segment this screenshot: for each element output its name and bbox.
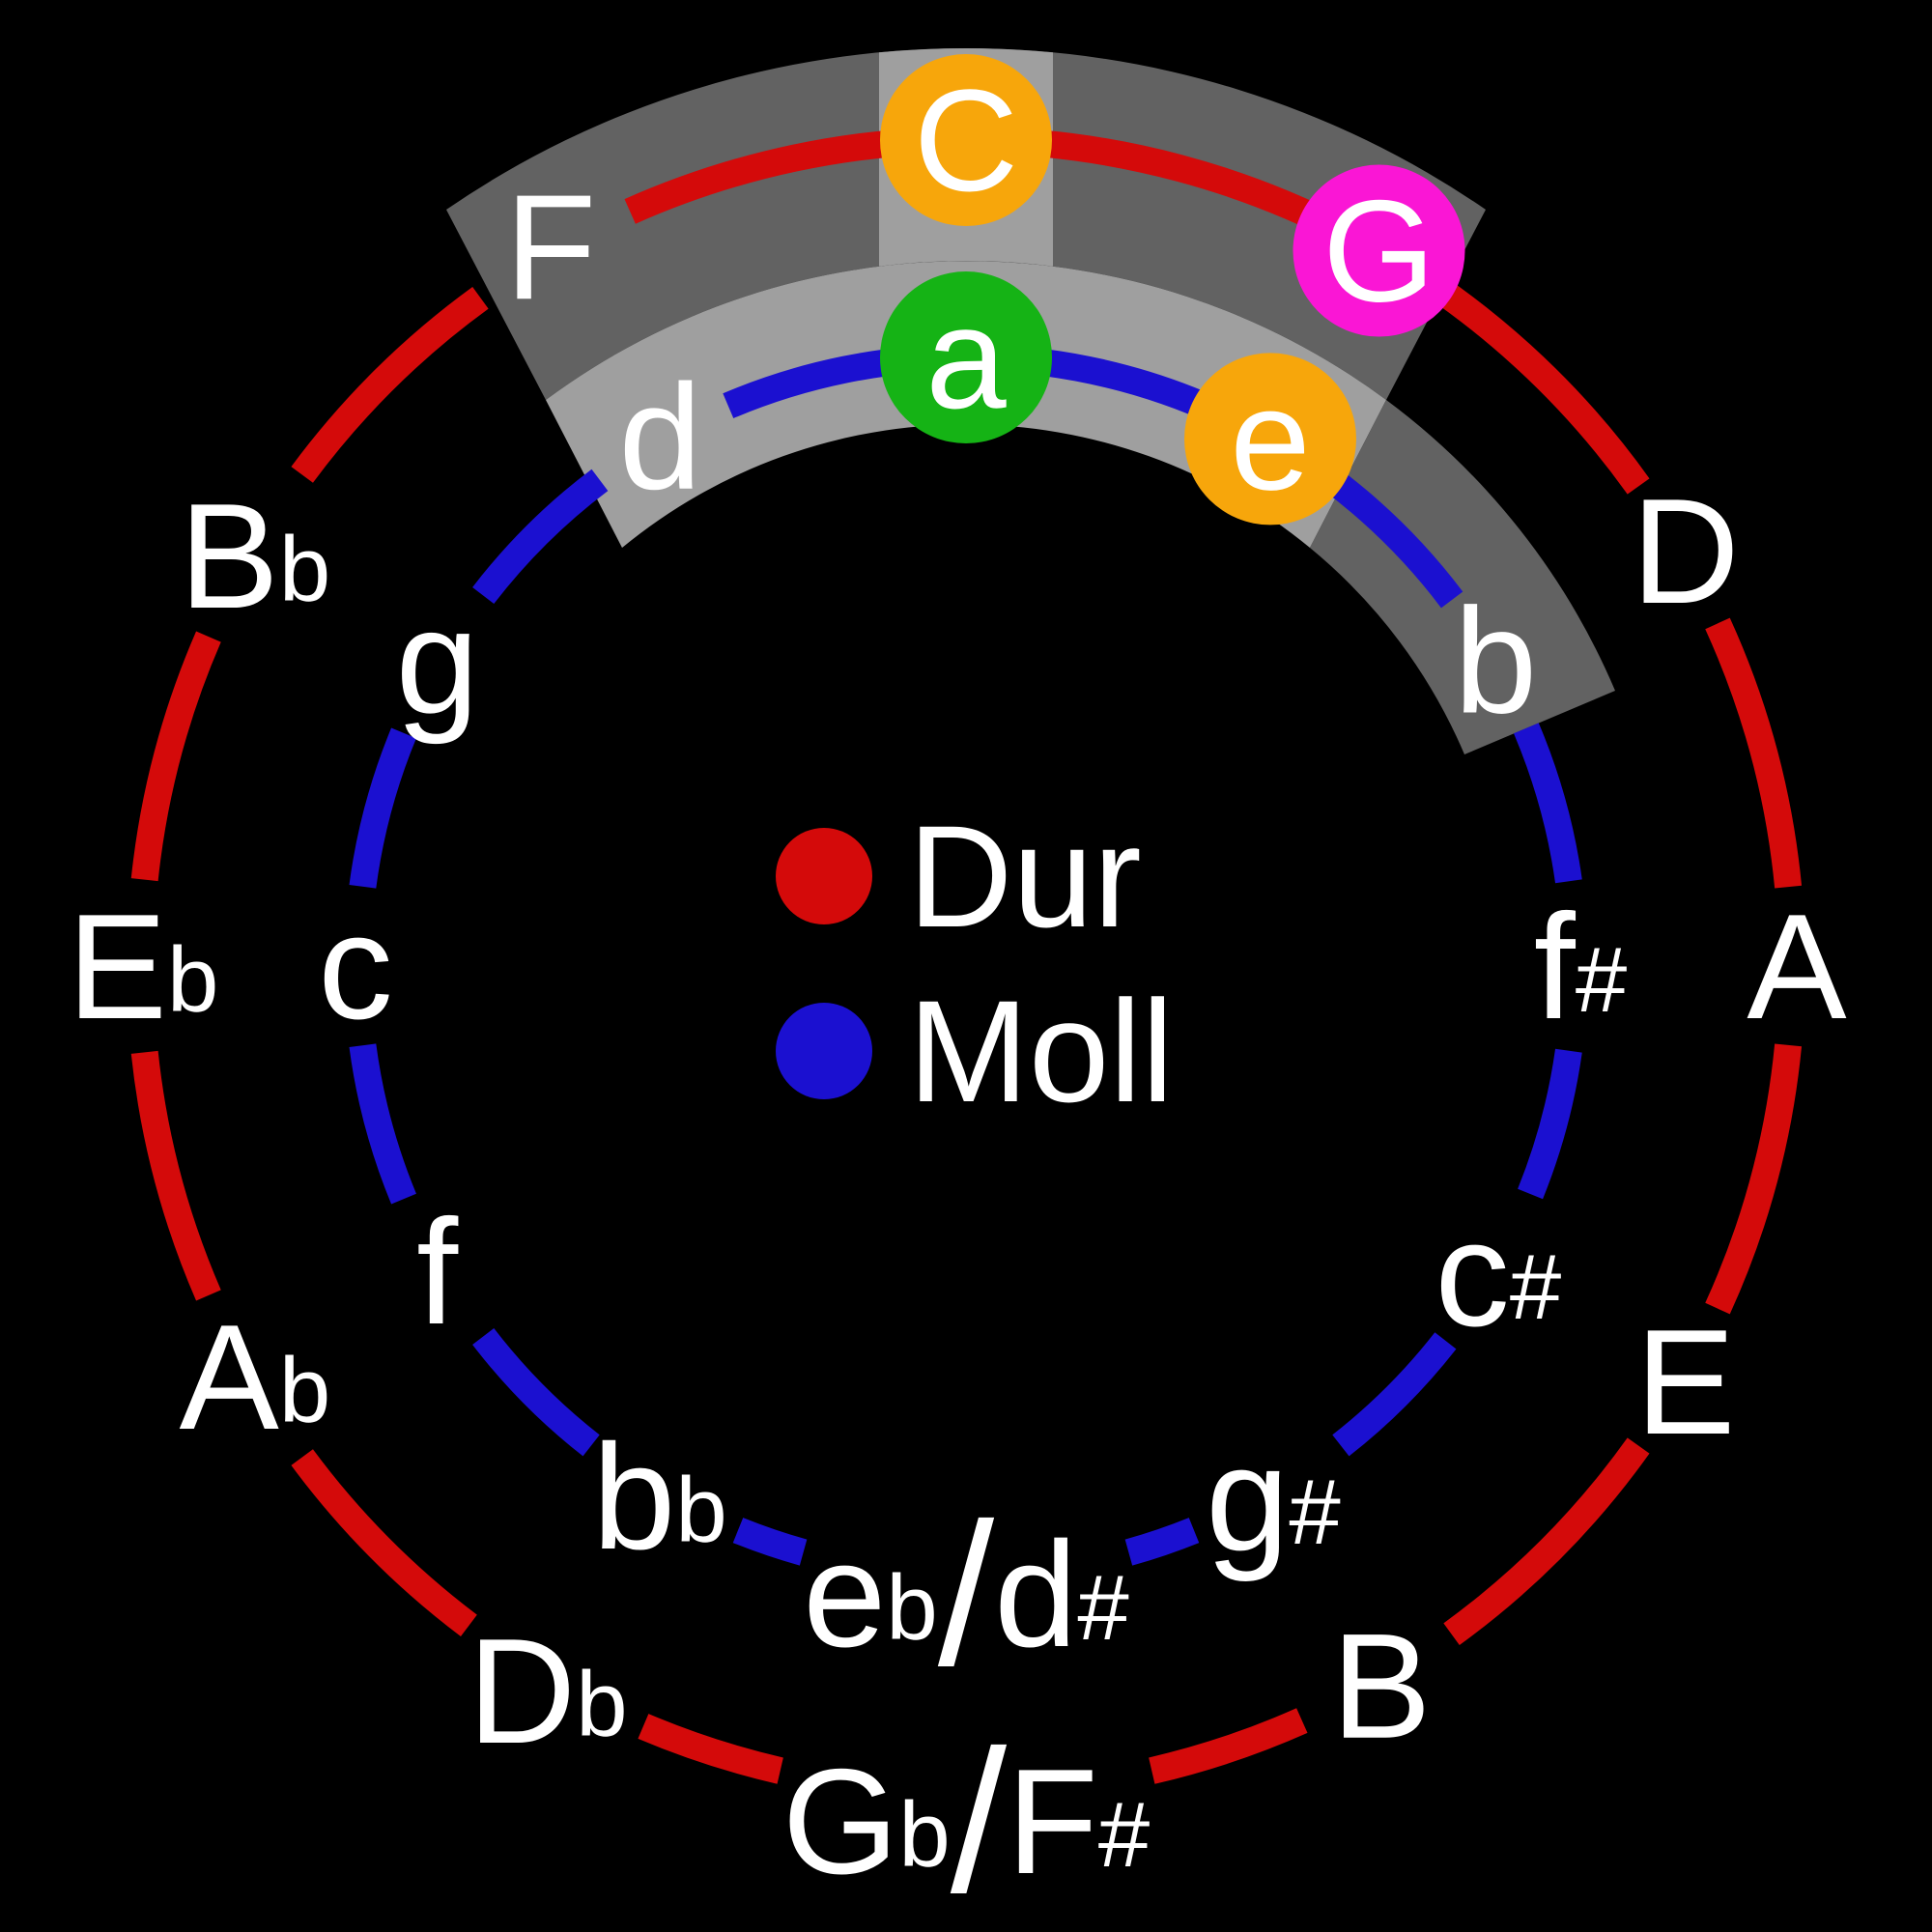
label-minor-f#-part: f: [1534, 883, 1577, 1050]
major-ring-dash: [1149, 1708, 1308, 1784]
node-major-C: [880, 54, 1052, 226]
label-major-Ab-part: b: [279, 1339, 330, 1442]
label-minor-g: g: [396, 578, 479, 745]
label-minor-bb-part: b: [675, 1459, 726, 1562]
label-minor-c#-part: c: [1435, 1190, 1510, 1357]
label-major-A: A: [1747, 883, 1847, 1050]
major-ring: [130, 127, 1803, 1784]
label-major-D: D: [1632, 468, 1740, 635]
label-major-Bb: Bb: [179, 472, 330, 639]
major-ring-dash: [291, 1449, 477, 1636]
label-minor-b-part: b: [1454, 577, 1537, 744]
major-nodes: CG: [880, 54, 1465, 337]
label-minor-f-part: f: [416, 1188, 459, 1355]
label-major-Db-part: b: [576, 1652, 627, 1755]
label-major-Gb/F#: Gb/F#: [782, 1708, 1150, 1932]
label-major-Gb/F#-part: /: [951, 1708, 1008, 1932]
node-minor-e: [1184, 353, 1356, 526]
label-major-Eb: Eb: [68, 883, 219, 1050]
minor-ring-dash: [472, 469, 609, 605]
minor-ring-dash: [1518, 1048, 1582, 1200]
major-ring-dash: [130, 631, 221, 882]
label-major-Bb-part: b: [279, 518, 330, 621]
label-major-F-part: F: [505, 163, 597, 330]
label-minor-eb/d#-part: e: [803, 1511, 886, 1678]
label-major-B-part: B: [1331, 1602, 1431, 1769]
label-major-A-part: A: [1747, 883, 1847, 1050]
label-major-Ab-part: A: [179, 1293, 279, 1461]
label-major-Gb/F#-part: F: [1007, 1738, 1098, 1905]
label-minor-d-part: d: [618, 353, 701, 520]
label-major-Eb-part: b: [167, 928, 218, 1032]
label-minor-bb-part: b: [592, 1413, 675, 1580]
legend-label-dur: Dur: [908, 795, 1142, 957]
legend-dot-dur: [776, 828, 872, 924]
label-major-E-part: E: [1635, 1298, 1735, 1465]
major-ring-dash: [1705, 617, 1803, 889]
label-minor-f: f: [416, 1188, 459, 1355]
minor-ring-dash: [1513, 723, 1582, 884]
label-minor-c#-part: #: [1510, 1236, 1561, 1339]
label-major-D-part: D: [1632, 468, 1740, 635]
label-minor-eb/d#: eb/d#: [803, 1481, 1129, 1708]
node-label-minor-a: a: [925, 276, 1007, 439]
node-label-minor-a-part: a: [925, 276, 1007, 439]
minor-ring-dash: [1332, 1332, 1457, 1457]
minor-ring-dash: [349, 727, 416, 889]
node-label-major-C-part: C: [914, 59, 1018, 221]
legend-dot-moll: [776, 1003, 872, 1099]
label-major-Gb/F#-part: b: [898, 1783, 950, 1887]
minor-ring-dash: [349, 1043, 416, 1205]
minor-ring-dash: [732, 1518, 808, 1566]
label-minor-b: b: [1454, 577, 1537, 744]
node-major-G: [1293, 164, 1465, 337]
label-minor-bb: bb: [592, 1413, 727, 1580]
label-minor-eb/d#-part: /: [938, 1481, 995, 1708]
major-ring-dash: [638, 1714, 783, 1784]
major-ring-dash: [1443, 1437, 1650, 1646]
label-minor-g-part: g: [396, 578, 479, 745]
label-major-F: F: [505, 163, 597, 330]
label-minor-eb/d#-part: d: [994, 1511, 1077, 1678]
label-minor-f#: f#: [1534, 883, 1627, 1050]
label-minor-d: d: [618, 353, 701, 520]
label-minor-g#: g#: [1206, 1414, 1341, 1581]
node-label-major-G-part: G: [1322, 170, 1435, 332]
label-major-Gb/F#-part: #: [1098, 1783, 1150, 1887]
major-ring-dash: [1705, 1043, 1803, 1315]
label-major-Gb/F#-part: G: [782, 1738, 899, 1905]
label-minor-g#-part: g: [1206, 1414, 1289, 1581]
node-label-major-C: C: [914, 59, 1018, 221]
node-minor-a: [880, 271, 1052, 443]
major-ring-dash: [130, 1050, 221, 1301]
node-label-minor-e: e: [1230, 357, 1310, 520]
major-ring-dash: [291, 286, 489, 483]
label-minor-c#: c#: [1435, 1190, 1561, 1357]
minor-ring-dash: [472, 1327, 600, 1457]
minor-ring-dash: [1124, 1518, 1200, 1566]
minor-nodes: ae: [880, 271, 1356, 526]
label-minor-eb/d#-part: b: [886, 1556, 937, 1660]
label-minor-f#-part: #: [1576, 928, 1627, 1032]
label-major-Ab: Ab: [179, 1293, 330, 1461]
minor-ring: [349, 344, 1582, 1566]
node-label-minor-e-part: e: [1230, 357, 1310, 520]
label-minor-c: c: [318, 883, 393, 1050]
label-minor-g#-part: #: [1289, 1460, 1340, 1563]
node-label-major-G: G: [1322, 170, 1435, 332]
highlight-cell-b: [1310, 400, 1615, 754]
label-major-B: B: [1331, 1602, 1431, 1769]
label-major-Db-part: D: [468, 1606, 576, 1774]
label-major-E: E: [1635, 1298, 1735, 1465]
label-major-Bb-part: B: [179, 472, 278, 639]
label-minor-c-part: c: [318, 883, 393, 1050]
label-major-Eb-part: E: [68, 883, 167, 1050]
legend-label-moll: Moll: [908, 970, 1174, 1132]
label-major-Db: Db: [468, 1606, 627, 1774]
label-minor-eb/d#-part: #: [1077, 1556, 1128, 1660]
